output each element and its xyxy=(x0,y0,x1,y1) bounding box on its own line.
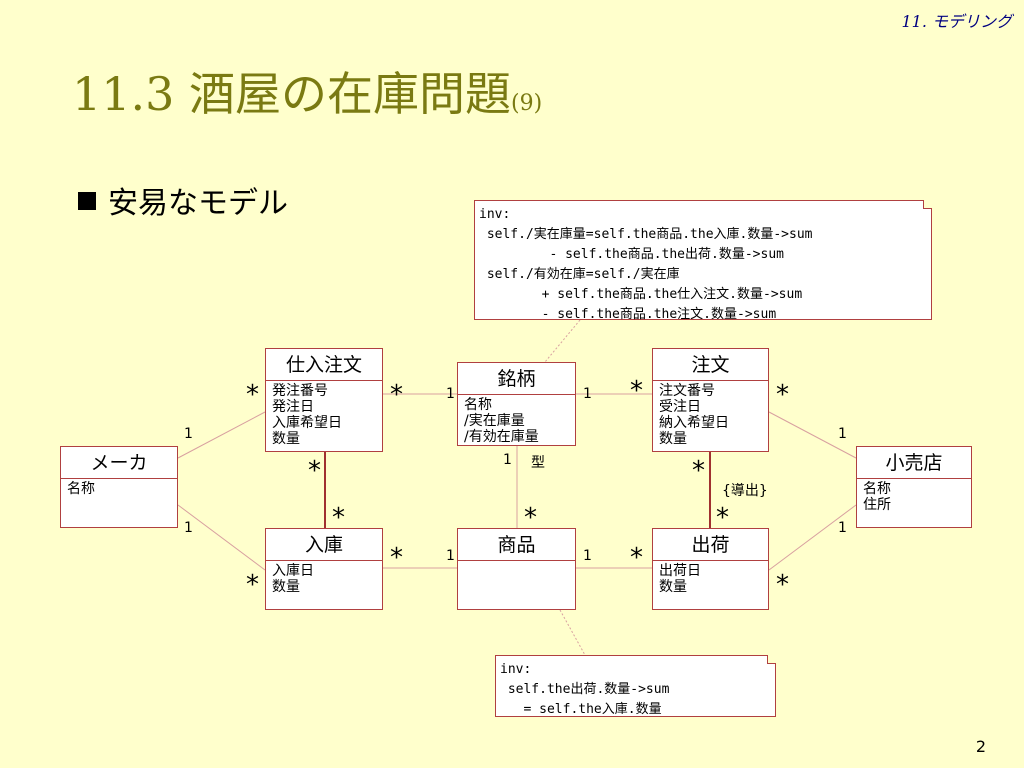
note-bottom-line: inv: xyxy=(500,662,532,677)
class-attrs: 入庫日 数量 xyxy=(266,561,382,597)
class-attr: 数量 xyxy=(272,431,300,447)
multiplicity-many: * xyxy=(630,543,643,573)
note-top: inv: self./実在庫量=self.the商品.the入庫.数量->sum… xyxy=(474,200,932,322)
class-attr: /有効在庫量 xyxy=(464,429,539,445)
note-top-line: - self.the商品.the注文.数量->sum xyxy=(479,307,777,322)
note-top-line: inv: xyxy=(479,207,511,222)
multiplicity-one: 1 xyxy=(446,386,455,402)
class-attrs: 発注番号 発注日 入庫希望日 数量 xyxy=(266,381,382,449)
assoc-shipment-retailer xyxy=(768,504,857,571)
class-name: 入庫 xyxy=(266,529,382,561)
note-bottom-line: = self.the入庫.数量 xyxy=(500,702,662,717)
class-attr: 納入希望日 xyxy=(659,415,729,431)
note-bottom-anchor xyxy=(559,609,586,656)
assoc-maker-receipt xyxy=(177,504,266,571)
page-number: 2 xyxy=(975,737,986,756)
multiplicity-many: * xyxy=(308,456,321,486)
multiplicity-many: * xyxy=(246,570,259,600)
multiplicity-many: * xyxy=(776,380,789,410)
multiplicity-many: * xyxy=(776,570,789,600)
class-name: 銘柄 xyxy=(458,363,575,395)
class-attr: 入庫日 xyxy=(272,563,314,579)
class-attr: 数量 xyxy=(659,431,687,447)
chapter-label: 11. モデリング xyxy=(901,12,1012,31)
class-shipment: 出荷 出荷日 数量 xyxy=(652,528,769,610)
multiplicity-one: 1 xyxy=(184,520,193,536)
class-order: 注文 注文番号 受注日 納入希望日 数量 xyxy=(652,348,769,452)
multiplicity-many: * xyxy=(716,503,729,533)
type-label: 型 xyxy=(531,455,545,471)
assoc-maker-purchase xyxy=(177,411,266,459)
class-retailer: 小売店 名称 住所 xyxy=(856,446,972,528)
note-bottom-line: self.the出荷.数量->sum xyxy=(500,682,670,697)
multiplicity-one: 1 xyxy=(583,386,592,402)
note-fold-icon xyxy=(767,655,776,664)
multiplicity-many: * xyxy=(524,503,537,533)
class-name: 出荷 xyxy=(653,529,768,561)
class-attr: 名称 xyxy=(67,481,95,497)
slide-title: 11.3 酒屋の在庫問題(9) xyxy=(72,58,542,124)
class-attr: 発注日 xyxy=(272,399,314,415)
multiplicity-many: * xyxy=(390,380,403,410)
note-bottom: inv: self.the出荷.数量->sum = self.the入庫.数量 xyxy=(495,655,776,717)
derived-label: {導出} xyxy=(722,483,768,499)
note-top-anchor xyxy=(544,319,581,363)
class-attr: 注文番号 xyxy=(659,383,715,399)
class-product: 商品 xyxy=(457,528,576,610)
class-name: 仕入注文 xyxy=(266,349,382,381)
class-attr: 入庫希望日 xyxy=(272,415,342,431)
bullet-item: 安易なモデル xyxy=(78,178,288,222)
multiplicity-one: 1 xyxy=(503,452,512,468)
square-bullet-icon xyxy=(78,192,96,210)
note-top-line: self./実在庫量=self.the商品.the入庫.数量->sum xyxy=(479,227,813,242)
class-purchase-order: 仕入注文 発注番号 発注日 入庫希望日 数量 xyxy=(265,348,383,452)
assoc-order-retailer xyxy=(768,411,857,459)
note-fold-icon xyxy=(923,200,932,209)
title-main: 11.3 酒屋の在庫問題 xyxy=(72,67,512,121)
class-brand: 銘柄 名称 /実在庫量 /有効在庫量 xyxy=(457,362,576,446)
multiplicity-many: * xyxy=(390,543,403,573)
note-top-line: self./有効在庫=self./実在庫 xyxy=(479,267,680,282)
multiplicity-one: 1 xyxy=(838,426,847,442)
class-attr: 名称 xyxy=(863,481,891,497)
multiplicity-one: 1 xyxy=(184,426,193,442)
class-name: メーカ xyxy=(61,447,177,479)
class-attrs xyxy=(458,561,575,565)
class-attrs: 名称 xyxy=(61,479,177,499)
class-receipt: 入庫 入庫日 数量 xyxy=(265,528,383,610)
class-attr: 名称 xyxy=(464,397,492,413)
class-attrs: 出荷日 数量 xyxy=(653,561,768,597)
class-attr: 数量 xyxy=(272,579,300,595)
multiplicity-many: * xyxy=(246,380,259,410)
class-maker: メーカ 名称 xyxy=(60,446,178,528)
class-attr: 住所 xyxy=(863,497,891,513)
multiplicity-one: 1 xyxy=(446,548,455,564)
multiplicity-many: * xyxy=(630,376,643,406)
class-attr: /実在庫量 xyxy=(464,413,525,429)
multiplicity-many: * xyxy=(692,456,705,486)
multiplicity-many: * xyxy=(332,503,345,533)
class-attr: 受注日 xyxy=(659,399,701,415)
class-attrs: 名称 /実在庫量 /有効在庫量 xyxy=(458,395,575,447)
class-attr: 数量 xyxy=(659,579,687,595)
multiplicity-one: 1 xyxy=(583,548,592,564)
class-name: 商品 xyxy=(458,529,575,561)
note-top-line: + self.the商品.the仕入注文.数量->sum xyxy=(479,287,803,302)
class-name: 小売店 xyxy=(857,447,971,479)
class-attrs: 注文番号 受注日 納入希望日 数量 xyxy=(653,381,768,449)
class-attr: 発注番号 xyxy=(272,383,328,399)
multiplicity-one: 1 xyxy=(838,520,847,536)
class-attrs: 名称 住所 xyxy=(857,479,971,515)
class-name: 注文 xyxy=(653,349,768,381)
note-top-line: - self.the商品.the出荷.数量->sum xyxy=(479,247,784,262)
class-attr: 出荷日 xyxy=(659,563,701,579)
bullet-text: 安易なモデル xyxy=(108,186,288,221)
title-suffix: (9) xyxy=(511,91,543,116)
